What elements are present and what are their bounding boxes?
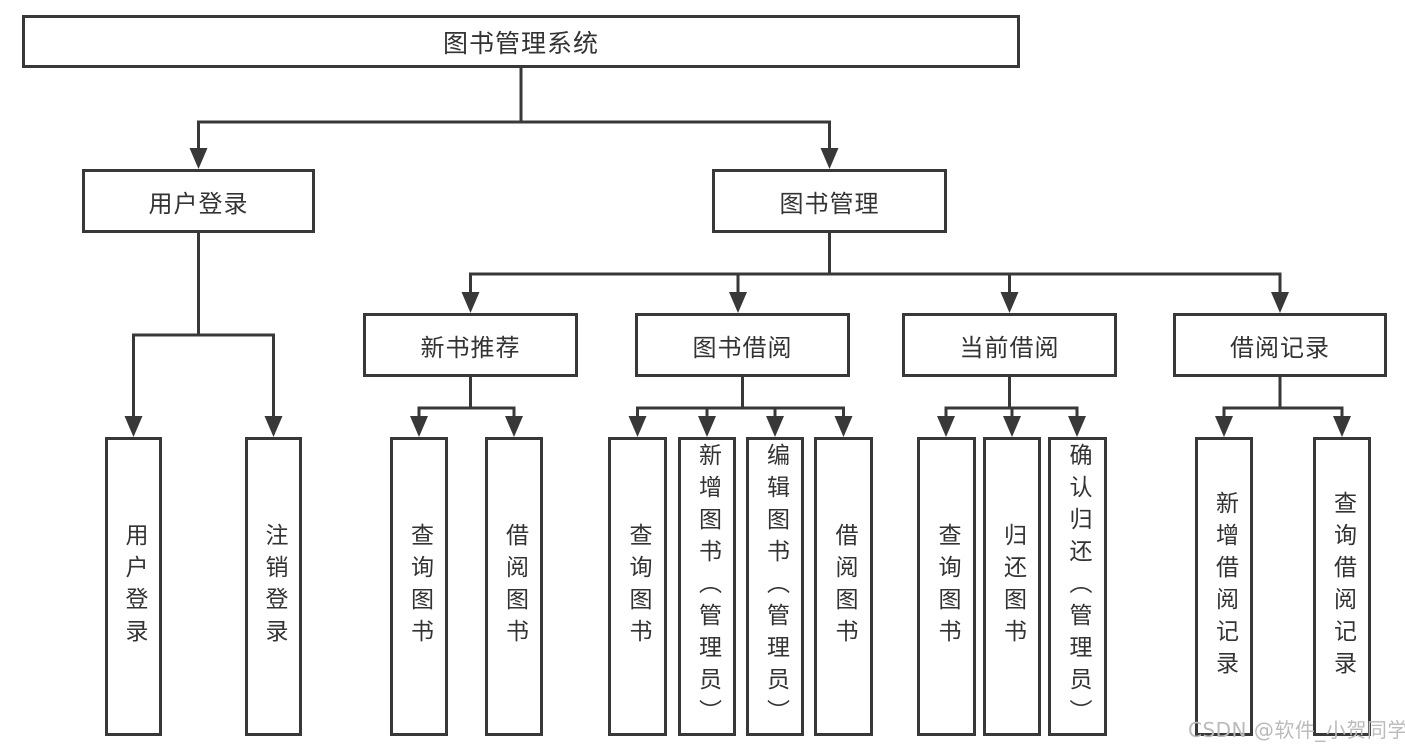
node-book-borrowing: 图书借阅: [635, 313, 850, 377]
node-current-borrowing: 当前借阅: [902, 313, 1117, 377]
leaf-records-add-label: 新增借阅记录: [1211, 490, 1238, 683]
leaf-borrowing-add-admin-label: 新增图书（管理员）: [694, 442, 721, 731]
leaf-current-confirm-admin-label: 确认归还（管理员）: [1065, 442, 1091, 731]
leaf-newbooks-borrow: 借阅图书: [485, 437, 543, 736]
leaf-borrowing-borrow-label: 借阅图书: [831, 522, 857, 651]
leaf-borrowing-add-admin: 新增图书（管理员）: [678, 437, 736, 736]
leaf-records-query: 查询借阅记录: [1313, 437, 1371, 736]
leaf-logout: 注销登录: [245, 437, 302, 736]
leaf-borrowing-edit-admin: 编辑图书（管理员）: [746, 437, 804, 736]
node-new-book-recommend: 新书推荐: [363, 313, 578, 377]
leaf-newbooks-query: 查询图书: [390, 437, 448, 736]
leaf-borrowing-edit-admin-label: 编辑图书（管理员）: [762, 442, 789, 731]
leaf-logout-label: 注销登录: [261, 522, 287, 651]
leaf-newbooks-query-label: 查询图书: [406, 522, 433, 651]
node-book-management: 图书管理: [712, 169, 947, 233]
leaf-records-add: 新增借阅记录: [1195, 437, 1253, 736]
leaf-borrowing-query: 查询图书: [608, 437, 667, 736]
leaf-current-query-label: 查询图书: [934, 522, 960, 651]
leaf-newbooks-borrow-label: 借阅图书: [501, 522, 528, 651]
leaf-user-login-label: 用户登录: [121, 522, 147, 651]
node-borrow-records: 借阅记录: [1173, 313, 1387, 377]
leaf-current-return: 归还图书: [983, 437, 1041, 736]
node-library-system: 图书管理系统: [22, 15, 1020, 68]
watermark-text: CSDN @软件_小贺同学: [1188, 718, 1405, 742]
leaf-records-query-label: 查询借阅记录: [1329, 490, 1356, 683]
leaf-current-return-label: 归还图书: [999, 522, 1026, 651]
node-user-login: 用户登录: [82, 169, 315, 233]
leaf-user-login: 用户登录: [105, 437, 162, 736]
leaf-current-confirm-admin: 确认归还（管理员）: [1048, 437, 1107, 736]
leaf-borrowing-borrow: 借阅图书: [814, 437, 873, 736]
leaf-current-query: 查询图书: [917, 437, 976, 736]
leaf-borrowing-query-label: 查询图书: [625, 522, 651, 651]
